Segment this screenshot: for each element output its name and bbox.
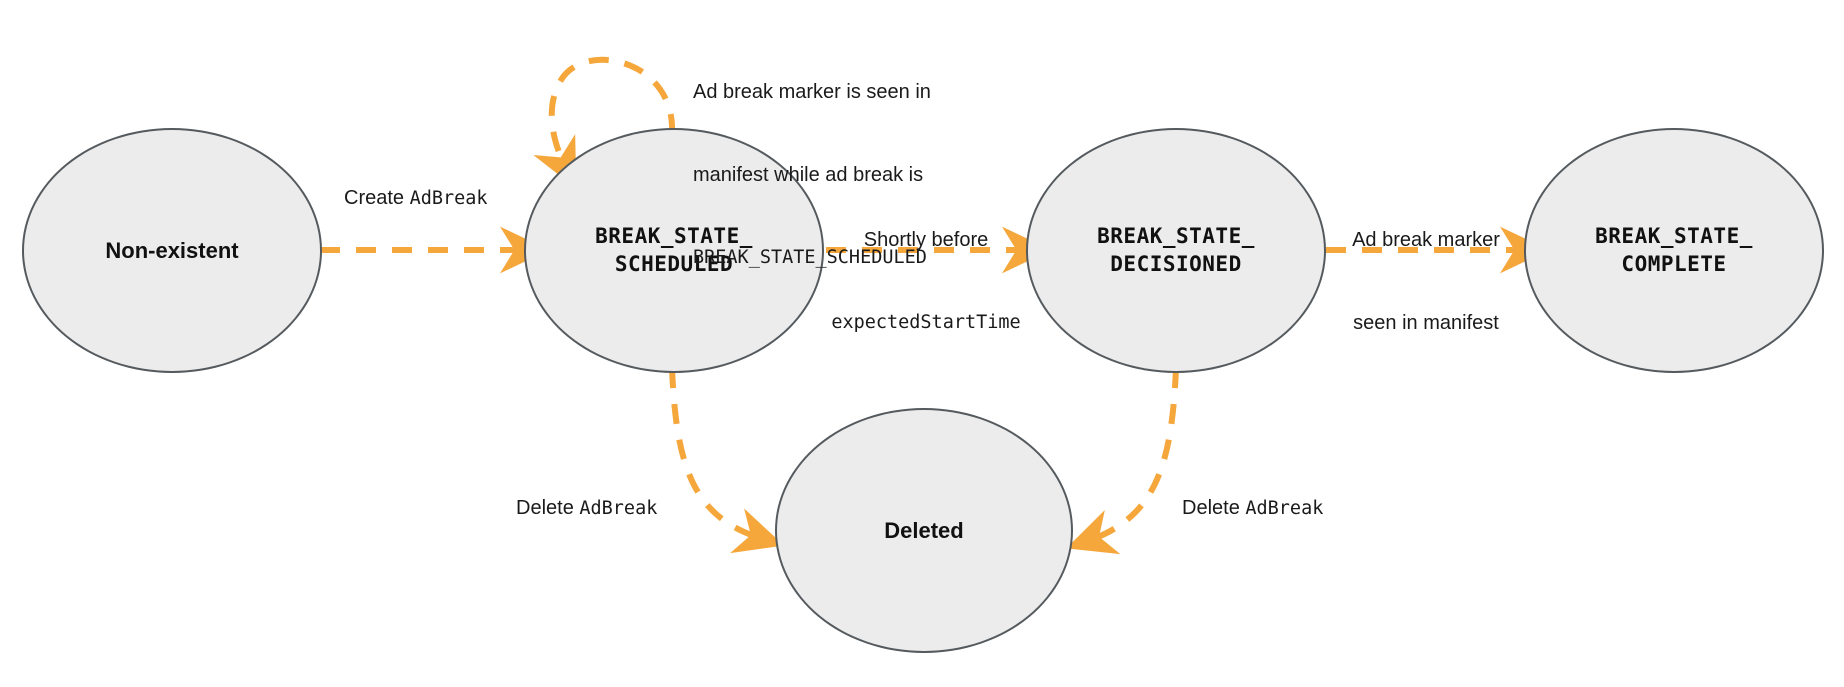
node-deleted[interactable]: Deleted	[775, 408, 1073, 653]
delete-left-plain: Delete	[516, 497, 580, 519]
edge-scheduled-self-loop	[533, 56, 676, 189]
node-deleted-label: Deleted	[884, 517, 964, 543]
node-break-state-decisioned-label: BREAK_STATE_ DECISIONED	[1097, 223, 1255, 278]
delete-right-mono: AdBreak	[1245, 498, 1324, 519]
edge-label-scheduled-to-decisioned: Shortly before expectedStartTime	[826, 172, 1026, 391]
decisioned-complete-line1: Ad break marker	[1352, 229, 1500, 252]
node-complete-label-line1: BREAK_STATE_	[1595, 223, 1753, 248]
node-complete-label-line2: COMPLETE	[1621, 251, 1727, 276]
edge-scheduled-to-deleted	[669, 367, 785, 554]
edge-label-create-plain: Create	[344, 187, 410, 209]
node-non-existent[interactable]: Non-existent	[22, 128, 322, 373]
node-non-existent-label: Non-existent	[105, 237, 239, 263]
edge-label-create-adbreak: Create AdBreak	[344, 185, 488, 213]
delete-right-plain: Delete	[1182, 497, 1246, 519]
edge-decisioned-to-deleted	[1066, 367, 1179, 555]
edge-label-scheduled-self-loop: Ad break marker is seen in manifest whil…	[693, 24, 931, 325]
node-break-state-complete-label: BREAK_STATE_ COMPLETE	[1595, 223, 1753, 278]
node-decisioned-label-line1: BREAK_STATE_	[1097, 223, 1255, 248]
self-loop-line2: manifest while ad break is	[693, 163, 924, 186]
expected-start-time-line: expectedStartTime	[831, 311, 1021, 333]
node-break-state-decisioned[interactable]: BREAK_STATE_ DECISIONED	[1026, 128, 1326, 373]
node-break-state-complete[interactable]: BREAK_STATE_ COMPLETE	[1524, 128, 1824, 373]
edge-label-decisioned-to-complete: Ad break marker seen in manifest	[1328, 172, 1524, 393]
node-scheduled-label-line1: BREAK_STATE_	[595, 223, 753, 248]
node-decisioned-label-line2: DECISIONED	[1110, 251, 1242, 276]
shortly-before-line: Shortly before	[863, 229, 989, 252]
delete-left-mono: AdBreak	[579, 498, 658, 519]
node-break-state-scheduled-label: BREAK_STATE_ SCHEDULED	[595, 223, 753, 278]
edge-label-scheduled-to-deleted: Delete AdBreak	[516, 495, 657, 523]
node-break-state-scheduled[interactable]: BREAK_STATE_ SCHEDULED	[524, 128, 824, 373]
edge-label-decisioned-to-deleted: Delete AdBreak	[1182, 495, 1323, 523]
self-loop-line1: Ad break marker is seen in	[693, 81, 931, 104]
decisioned-complete-line2: seen in manifest	[1353, 311, 1499, 334]
node-scheduled-label-line2: SCHEDULED	[614, 251, 734, 276]
edge-label-create-mono: AdBreak	[409, 188, 488, 209]
self-loop-line3: BREAK_STATE_SCHEDULED	[693, 246, 927, 268]
